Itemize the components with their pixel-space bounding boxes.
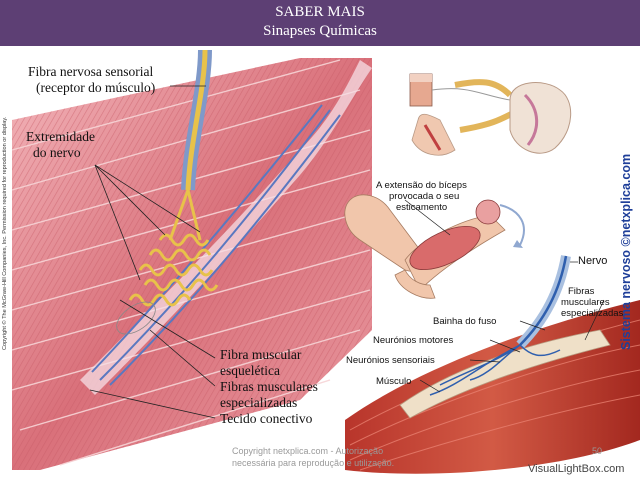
label-tecido-conectivo: Tecido conectivo [220,411,313,426]
label-neuronios-motores: Neurónios motores [373,335,454,346]
muscle-spindle-right [345,255,640,474]
label-esqueletica: esquelética [220,363,280,378]
leader-lines-left [89,85,216,419]
footer-copyright-line1: Copyright netxplica.com - Autorização [232,446,384,456]
label-fibra-sensorial: Fibra nervosa sensorial [28,64,154,79]
watermark-text: VisualLightBox.com [528,463,625,475]
label-receptor-musculo: (receptor do músculo) [36,80,156,95]
footer-copyright-line2: necessária para reprodução e utilização. [232,458,395,468]
slide-title: SABER MAIS [275,4,365,20]
muscle-spindle-left [80,49,372,395]
slide-subtitle: Sinapses Químicas [263,23,377,39]
label-extremidade: Extremidade [26,129,95,144]
page-number: 50 [592,446,603,456]
label-esticamento: esticamento [396,202,448,213]
label-especializadas: especializadas [220,395,298,410]
leader-lines-right [404,199,605,393]
brand-vertical-text: Sistema nervoso ©netxplica.com [619,153,633,350]
label-musculares: musculares [561,297,610,308]
label-do-nervo: do nervo [33,145,81,160]
label-neuronios-sensoriais: Neurónios sensoriais [346,355,435,366]
arm-illustration [344,194,525,299]
label-fibra-muscular: Fibra muscular [220,347,302,362]
reflex-diagram [409,73,572,156]
copyright-vertical-text: Copyright © The McGraw-Hill Companies, I… [2,116,8,350]
label-fibras: Fibras [568,286,595,297]
label-especializadas-right: especializadas [561,308,624,319]
label-musculo: Músculo [376,376,412,387]
slide-header: SABER MAIS Sinapses Químicas [0,0,640,46]
label-provocada: provocada o seu [389,191,460,202]
label-nervo: Nervo [578,255,608,267]
label-extensao: A extensão do bíceps [376,180,467,191]
label-fibras-musculares: Fibras musculares [220,379,318,394]
label-bainha-fuso: Bainha do fuso [433,316,497,327]
